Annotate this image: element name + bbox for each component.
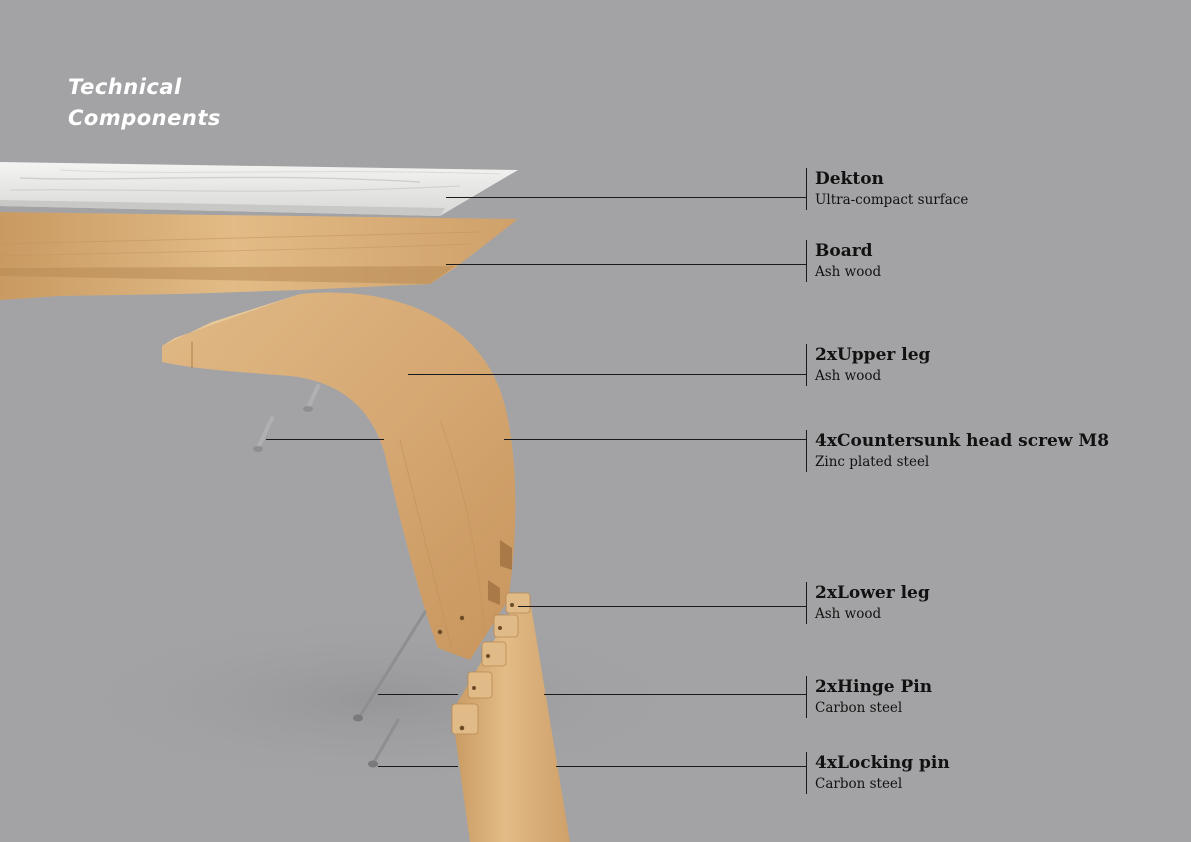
component-material: Zinc plated steel — [815, 454, 930, 470]
label-screw: 4xCountersunk head screw M8 Zinc plated … — [806, 430, 1109, 472]
floor-shadow — [50, 610, 710, 790]
leader-line-dekton — [446, 197, 806, 199]
title-line-2: Components — [68, 106, 221, 130]
component-material: Carbon steel — [815, 776, 903, 792]
component-name: Board — [815, 241, 873, 261]
leader-line-locking-pin — [378, 766, 458, 768]
leader-line-hinge-pin-right — [544, 694, 806, 696]
lower-leg-illustration — [451, 592, 570, 842]
dekton-illustration — [0, 162, 518, 216]
hinge-pin-illustration — [353, 610, 427, 722]
component-name: 2xLower leg — [815, 583, 930, 603]
leader-line-lower-leg — [518, 606, 806, 608]
leader-line-locking-pin-right — [556, 766, 806, 768]
component-material: Ultra-compact surface — [815, 192, 969, 208]
component-material: Ash wood — [815, 368, 882, 384]
component-name: 2xUpper leg — [815, 345, 931, 365]
component-material: Carbon steel — [815, 700, 903, 716]
leader-line-board — [446, 264, 806, 266]
screw-illustration — [253, 384, 320, 452]
leader-line-upper-leg — [408, 374, 806, 376]
leader-line-hinge-pin — [378, 694, 458, 696]
label-board: Board Ash wood — [806, 240, 881, 282]
label-hinge-pin: 2xHinge Pin Carbon steel — [806, 676, 932, 718]
label-lower-leg: 2xLower leg Ash wood — [806, 582, 930, 624]
label-upper-leg: 2xUpper leg Ash wood — [806, 344, 930, 386]
component-name: 4xLocking pin — [815, 753, 950, 773]
upper-leg-illustration — [162, 292, 516, 660]
component-name: 4xCountersunk head screw M8 — [815, 431, 1110, 451]
label-dekton: Dekton Ultra-compact surface — [806, 168, 968, 210]
title-line-1: Technical — [68, 75, 182, 99]
component-material: Ash wood — [815, 264, 882, 280]
component-name: 2xHinge Pin — [815, 677, 933, 697]
page-title: Technical Components — [68, 72, 221, 134]
label-locking-pin: 4xLocking pin Carbon steel — [806, 752, 950, 794]
locking-pin-illustration — [368, 718, 400, 768]
leader-line-screw-right — [504, 439, 806, 441]
component-material: Ash wood — [815, 606, 882, 622]
board-illustration — [0, 212, 518, 300]
component-name: Dekton — [815, 169, 884, 189]
leader-line-screw — [266, 439, 384, 441]
